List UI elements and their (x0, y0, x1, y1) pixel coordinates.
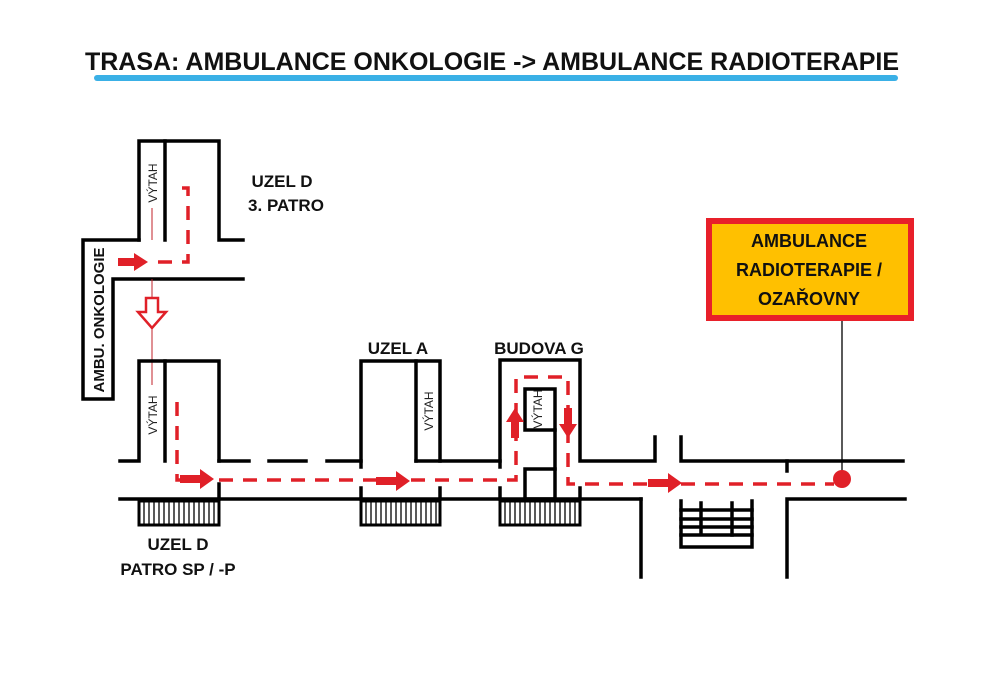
arrow-up-icon (506, 408, 524, 438)
title-underline (94, 75, 898, 81)
uzel-d-bottom-label-2: PATRO SP / -P (120, 560, 235, 579)
uzel-a-building (359, 359, 502, 501)
uzel-a-label: UZEL A (368, 339, 428, 358)
arrow-right-icon (376, 471, 410, 491)
uzel-d-top-label-1: UZEL D (251, 172, 312, 191)
budova-g-label: BUDOVA G (494, 339, 584, 358)
arrow-right-icon (118, 253, 148, 271)
page-title: TRASA: AMBULANCE ONKOLOGIE -> AMBULANCE … (85, 48, 899, 76)
stairs-icon (498, 499, 582, 527)
lift-budova-g-label: VÝTAH (530, 389, 545, 428)
destination-box (706, 218, 914, 321)
lift-bottom-label: VÝTAH (145, 395, 160, 434)
lift-uzel-a-label: VÝTAH (421, 391, 436, 430)
arrow-right-icon (648, 473, 682, 493)
right-corridor (639, 435, 907, 579)
hollow-arrow-down-icon (135, 296, 169, 330)
lift-top-label: VÝTAH (145, 163, 160, 202)
arrow-right-icon (180, 469, 214, 489)
stairs-icon (137, 499, 221, 527)
budova-g-building (498, 358, 657, 501)
destination-line-1: AMBULANCE (751, 231, 867, 251)
uzel-d-bottom-label-1: UZEL D (147, 535, 208, 554)
arrow-down-icon (559, 408, 577, 438)
destination-line-2: RADIOTERAPIE / (736, 260, 882, 280)
route-segment-ground (175, 375, 834, 486)
route-segment-top (158, 186, 190, 264)
red-dot-icon (833, 470, 851, 488)
uzel-d-3-patro-floor (81, 139, 245, 401)
ambu-onkologie-label: AMBU. ONKOLOGIE (91, 248, 108, 393)
uzel-d-top-label-2: 3. PATRO (248, 196, 324, 215)
stairs-icon (359, 499, 442, 527)
destination-line-3: OZAŘOVNY (758, 288, 860, 309)
